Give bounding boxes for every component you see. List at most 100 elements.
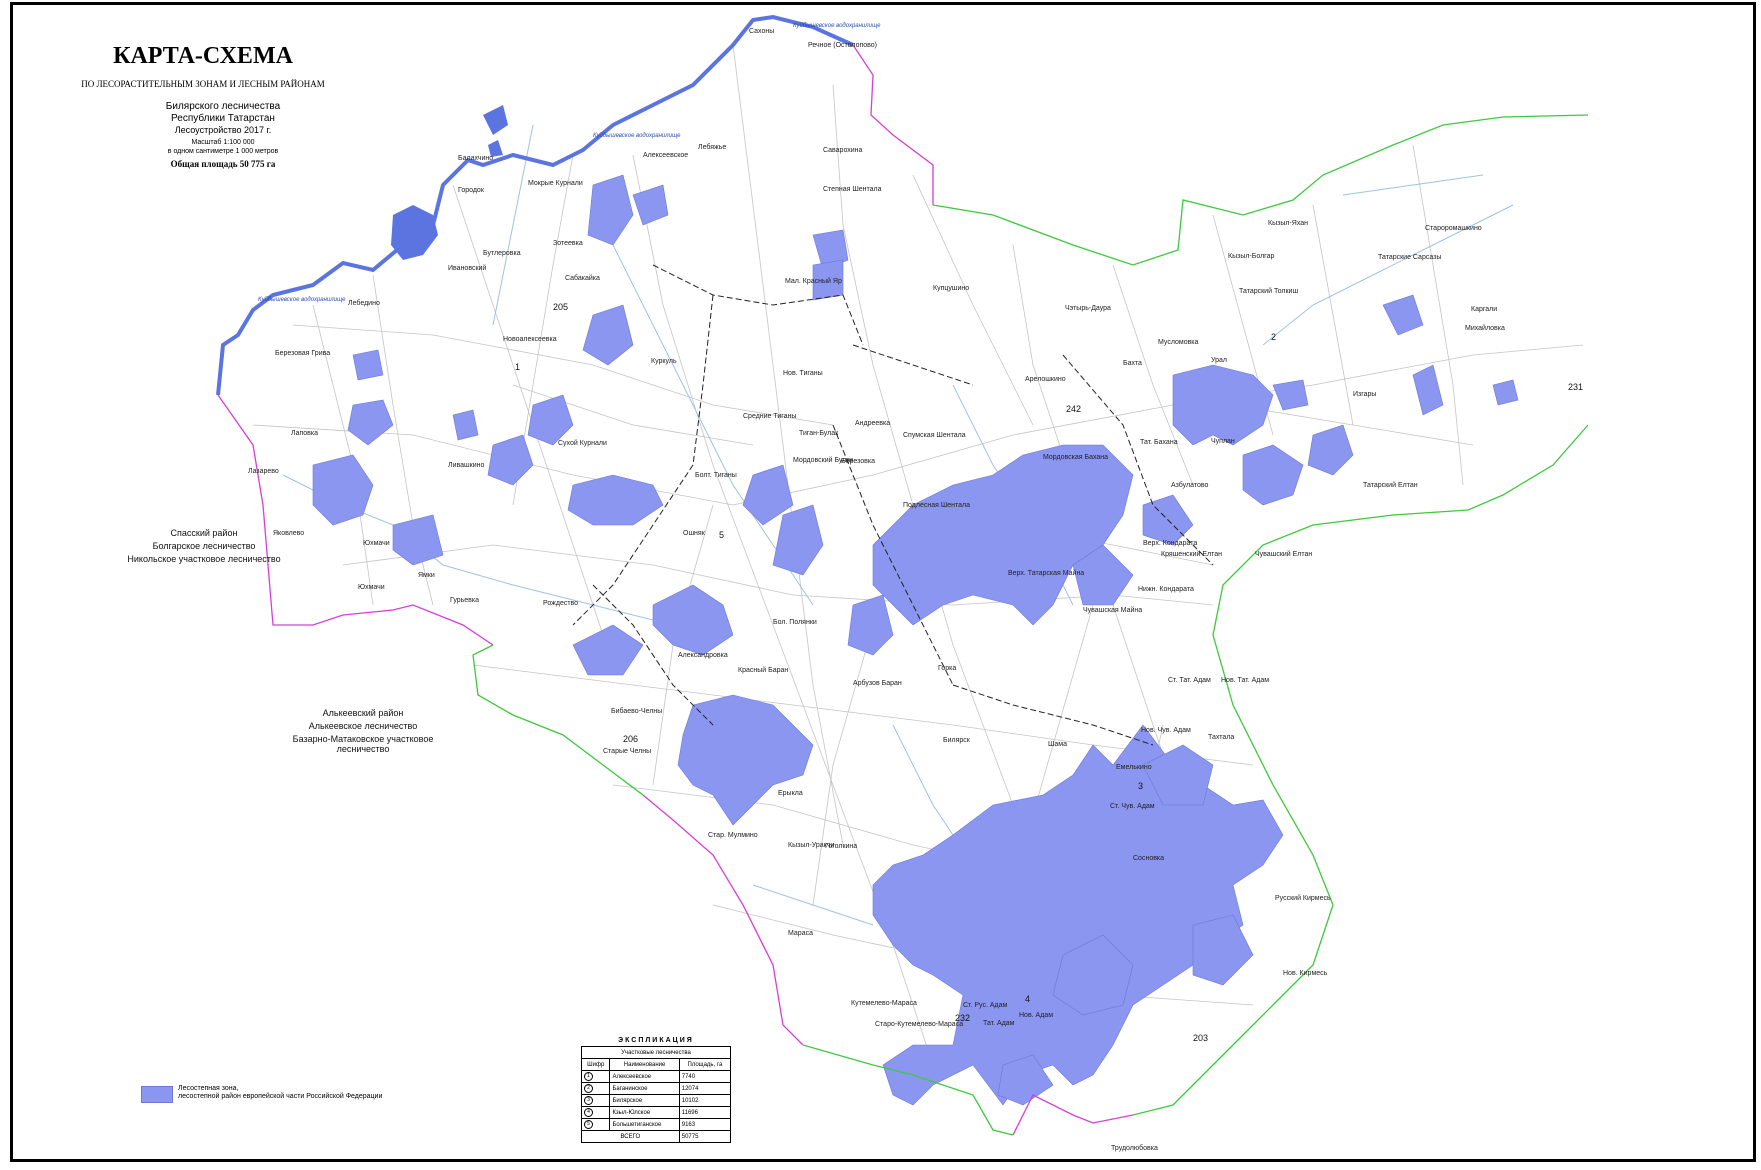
place-label: Урал [1211,357,1227,364]
place-label: Тиган-Булак [799,430,839,437]
settlement-labels: Сахоны Речное (Остолопово) Лебяжье Алекс… [248,28,1505,1152]
neighbor-line: Базарно-Матаковское участковое лесничест… [292,734,434,754]
place-label: Ивановский [448,264,486,272]
place-label: Новоалексеевка [503,336,557,343]
place-label: Нов. Адам [1019,1012,1053,1019]
table-row: 3 Билярское 10102 [580,1094,732,1107]
explication-table: Участковые лесничества Шифр Наименование… [580,1046,732,1143]
district-number: 3 [1138,781,1143,791]
row-code: 2 [584,1084,593,1093]
place-label: Тат. Адам [983,1020,1015,1027]
region-name: Республики Татарстан [171,113,275,124]
map-frame: Куйбышевское водохранилище Куйбышевское … [10,2,1756,1162]
district-number: 203 [1193,1033,1208,1043]
forestry-map[interactable]: Куйбышевское водохранилище Куйбышевское … [13,5,1753,1159]
place-label: Чувашский Елтан [1255,550,1312,558]
place-label: Андреевка [855,420,890,427]
row-code: 3 [584,1096,593,1105]
forest-block-east [1172,364,1274,446]
total-area: Общая площадь 50 775 га [170,159,276,169]
place-label: Александровка [678,652,728,659]
place-label: Мусломовка [1158,339,1199,346]
row-area: 7740 [678,1070,732,1083]
place-label: Изгары [1353,391,1376,398]
legend-line: лесостепной район европейской части Росс… [178,1093,383,1100]
explication-header: Участковые лесничества [581,1046,731,1059]
water-label: Куйбышевское водохранилище [793,22,881,29]
place-label: Кызыл-Болгар [1228,253,1274,260]
place-label: Нов. Тат. Адам [1221,677,1269,684]
place-label: Татарский Толкиш [1239,287,1298,295]
water-label: Куйбышевское водохранилище [258,296,346,303]
reservoir [216,14,854,396]
place-label: Кызыл-Уракчи [788,842,834,849]
district-number: 2 [1271,332,1276,342]
district-number: 5 [719,530,724,540]
water-label: Куйбышевское водохранилище [593,132,681,139]
place-label: Лазарево [248,468,279,475]
row-area: 9163 [678,1118,732,1131]
map-scale: Масштаб 1:100 000 [191,139,255,146]
forestry-name: Билярского лесничества [165,101,281,112]
internal-boundaries [572,264,1214,746]
row-code: 5 [584,1120,593,1129]
place-label: Чуплан [1211,438,1235,445]
place-label: Каргали [1471,306,1497,313]
place-label: Ерыкла [778,790,803,797]
place-label: Арелошкино [1025,376,1066,383]
place-label: Ст. Тат. Адам [1168,677,1211,684]
row-name: Кзыл-Юлское [609,1106,680,1119]
explication-caption: ЭКСПЛИКАЦИЯ [618,1037,694,1044]
place-label: Кутемелево-Мараса [851,1000,917,1007]
place-label: Кызыл-Яхан [1268,220,1308,227]
map-subtitle: ПО ЛЕСОРАСТИТЕЛЬНЫМ ЗОНАМ И ЛЕСНЫМ РАЙОН… [81,79,325,89]
external-boundary [217,44,1589,1136]
place-label: Березовая Грива [275,350,330,357]
neighbor-spassky: Спасский район Болгарское лесничество Ни… [109,528,299,564]
explication: ЭКСПЛИКАЦИЯ Участковые лесничества Шифр … [580,1037,732,1143]
place-label: Мараса [788,930,813,937]
place-label: Татарские Сарсазы [1378,254,1441,261]
total-value: 50775 [678,1130,732,1143]
table-row: 4 Кзыл-Юлское 11696 [580,1106,732,1119]
survey-year: Лесоустройство 2017 г. [174,125,272,135]
legend-line: Лесостепная зона, [178,1085,239,1092]
place-label: Сахоны [749,28,774,35]
place-label: Мордовский Булак [793,456,854,464]
table-row: 5 Большетиганское 9163 [580,1118,732,1131]
row-name: Алексеевское [609,1070,680,1083]
place-label: Юхмачи [363,540,390,547]
neighbor-line: Алькеевское лесничество [308,721,418,731]
place-label: Емелькино [1116,764,1152,771]
place-label: Чувашская Майна [1083,606,1142,614]
place-label: Красный Баран [738,666,788,674]
place-label: Арбузов Баран [853,679,902,687]
place-label: Купцушино [933,285,969,292]
neighbor-line: Болгарское лесничество [152,541,256,551]
place-label: Нижн. Кондарата [1138,586,1194,593]
place-label: Бутлеровка [483,250,521,257]
row-area: 10102 [678,1094,732,1107]
reservoir-bay [391,205,438,260]
place-label: Речное (Остолопово) [808,42,877,49]
place-label: Алексеевское [643,152,688,159]
neighbor-line: Спасский район [170,528,238,538]
forest-block-southwest [677,694,814,826]
district-number: 1 [515,362,520,372]
place-label: Сабакайка [565,274,600,282]
place-label: Средние Тиганы [743,413,796,420]
row-name: Билярское [609,1094,680,1107]
place-label: Бол. Полянки [773,619,817,626]
place-label: Стар. Мулмино [708,832,758,839]
table-row: 1 Алексеевское 7740 [580,1070,732,1083]
place-label: Михайловка [1465,324,1505,332]
place-label: Мордовская Бахана [1043,454,1108,461]
row-name: Баганинское [609,1082,680,1095]
place-label: Русский Кирмесь [1275,894,1331,902]
place-label: Рождество [543,600,578,607]
col-area: Площадь, га [678,1058,732,1071]
map-scale-note: в одном сантиметре 1 000 метров [167,148,279,155]
place-label: Ст. Чув. Адам [1110,803,1155,810]
col-num: Шифр [580,1058,611,1071]
legend-swatch-forest-steppe [141,1086,173,1103]
